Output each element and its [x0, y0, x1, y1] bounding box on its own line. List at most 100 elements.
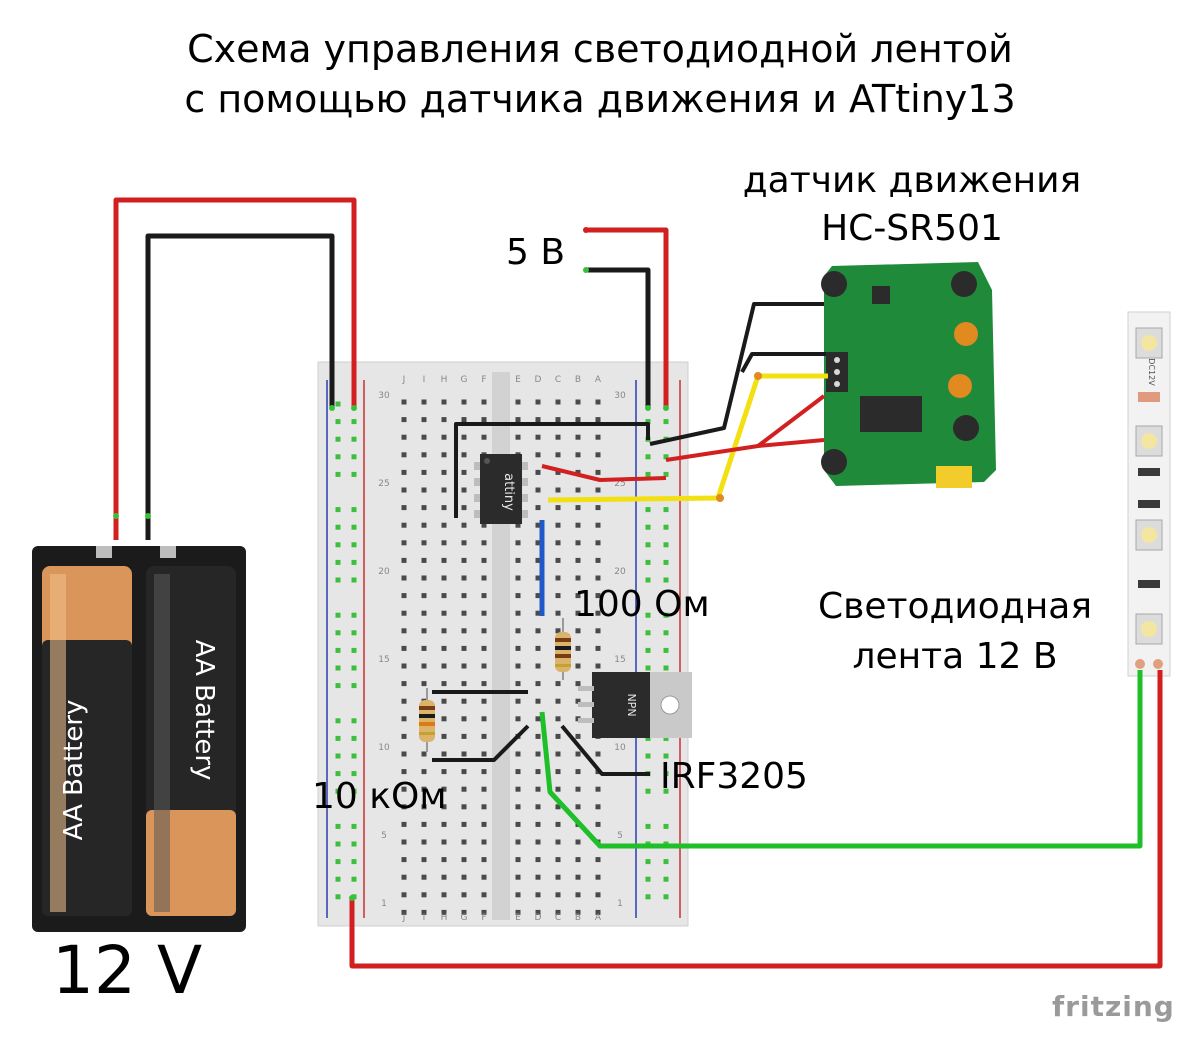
breadboard-row-number: 10 — [614, 743, 626, 753]
breadboard-column-letter: F — [481, 375, 486, 385]
attiny13-label: attiny — [501, 473, 516, 511]
battery-terminal-pos — [96, 546, 112, 558]
pir-jumper — [936, 466, 972, 488]
breadboard-hole — [401, 593, 407, 599]
breadboard-hole — [461, 557, 467, 563]
breadboard-hole — [535, 839, 541, 845]
breadboard-hole — [575, 452, 581, 458]
pir-pcb — [824, 262, 996, 486]
breadboard-hole — [663, 876, 669, 882]
breadboard-hole — [515, 575, 521, 581]
breadboard-hole — [645, 559, 651, 565]
breadboard-hole — [575, 857, 581, 863]
breadboard-hole — [461, 610, 467, 616]
breadboard-column-letter: H — [441, 375, 448, 385]
breadboard-hole — [555, 839, 561, 845]
breadboard-hole — [555, 540, 561, 546]
breadboard-hole — [421, 821, 427, 827]
breadboard-hole — [335, 436, 341, 442]
breadboard-hole — [441, 593, 447, 599]
breadboard-hole — [461, 909, 467, 915]
breadboard-hole — [481, 399, 487, 405]
breadboard-hole — [441, 557, 447, 563]
breadboard-hole — [351, 753, 357, 759]
breadboard-hole — [401, 540, 407, 546]
breadboard-hole — [401, 751, 407, 757]
breadboard-hole — [441, 487, 447, 493]
wire-strip-positive — [349, 670, 1163, 969]
breadboard-hole — [515, 857, 521, 863]
breadboard-hole — [645, 419, 651, 425]
breadboard-hole — [645, 823, 651, 829]
breadboard-hole — [351, 559, 357, 565]
breadboard-hole — [461, 417, 467, 423]
breadboard-hole — [645, 542, 651, 548]
breadboard-hole — [441, 645, 447, 651]
breadboard-hole — [663, 647, 669, 653]
breadboard-hole — [595, 857, 601, 863]
breadboard-hole — [535, 417, 541, 423]
breadboard-hole — [663, 559, 669, 565]
breadboard-hole — [461, 839, 467, 845]
breadboard-hole — [481, 698, 487, 704]
breadboard-hole — [555, 505, 561, 511]
breadboard-hole — [481, 628, 487, 634]
breadboard-hole — [515, 769, 521, 775]
breadboard-hole — [401, 399, 407, 405]
breadboard-hole — [401, 505, 407, 511]
breadboard-row-number: 20 — [378, 567, 390, 577]
breadboard-hole — [461, 769, 467, 775]
breadboard-hole — [421, 769, 427, 775]
breadboard-hole — [401, 522, 407, 528]
breadboard-hole — [535, 909, 541, 915]
breadboard-hole — [441, 522, 447, 528]
breadboard-hole — [461, 874, 467, 880]
breadboard-hole — [515, 593, 521, 599]
mosfet-transistor: NPN — [578, 672, 692, 738]
breadboard-hole — [441, 909, 447, 915]
wire-attiny-vcc — [541, 464, 667, 482]
breadboard-hole — [575, 839, 581, 845]
breadboard-hole — [461, 892, 467, 898]
breadboard-hole — [663, 859, 669, 865]
breadboard-hole — [645, 753, 651, 759]
breadboard-hole — [515, 839, 521, 845]
led-strip-marking: DC12V — [1147, 358, 1156, 386]
breadboard-hole — [663, 419, 669, 425]
breadboard-hole — [555, 593, 561, 599]
transistor-label: NPN — [625, 693, 638, 716]
breadboard-hole — [441, 610, 447, 616]
pir-trimmer-1 — [954, 322, 978, 346]
breadboard-hole — [663, 630, 669, 636]
breadboard-hole — [645, 612, 651, 618]
breadboard-hole — [555, 892, 561, 898]
breadboard-hole — [595, 557, 601, 563]
supply-5v-label: 5 В — [506, 232, 566, 273]
wire-pir-ground — [649, 302, 824, 446]
breadboard-hole — [535, 716, 541, 722]
breadboard-hole — [351, 471, 357, 477]
breadboard-hole — [421, 417, 427, 423]
breadboard-hole — [401, 733, 407, 739]
breadboard-hole — [575, 681, 581, 687]
breadboard-hole — [555, 452, 561, 458]
breadboard-hole — [645, 507, 651, 513]
breadboard-hole — [351, 577, 357, 583]
breadboard-hole — [535, 751, 541, 757]
breadboard-hole — [401, 575, 407, 581]
breadboard-hole — [351, 454, 357, 460]
breadboard-hole — [335, 559, 341, 565]
resistor-10k-label: 10 кОм — [312, 776, 447, 817]
breadboard-row-number: 20 — [614, 567, 626, 577]
wire-pir-vcc — [665, 394, 826, 462]
breadboard-hole — [335, 542, 341, 548]
breadboard-hole — [535, 892, 541, 898]
breadboard-hole — [461, 698, 467, 704]
breadboard-row-number: 1 — [381, 899, 387, 909]
breadboard-hole — [335, 683, 341, 689]
breadboard-column-letter: A — [595, 913, 602, 923]
breadboard-hole — [441, 804, 447, 810]
breadboard-hole — [663, 612, 669, 618]
breadboard-hole — [335, 454, 341, 460]
resistor-100-ohm — [555, 618, 571, 680]
